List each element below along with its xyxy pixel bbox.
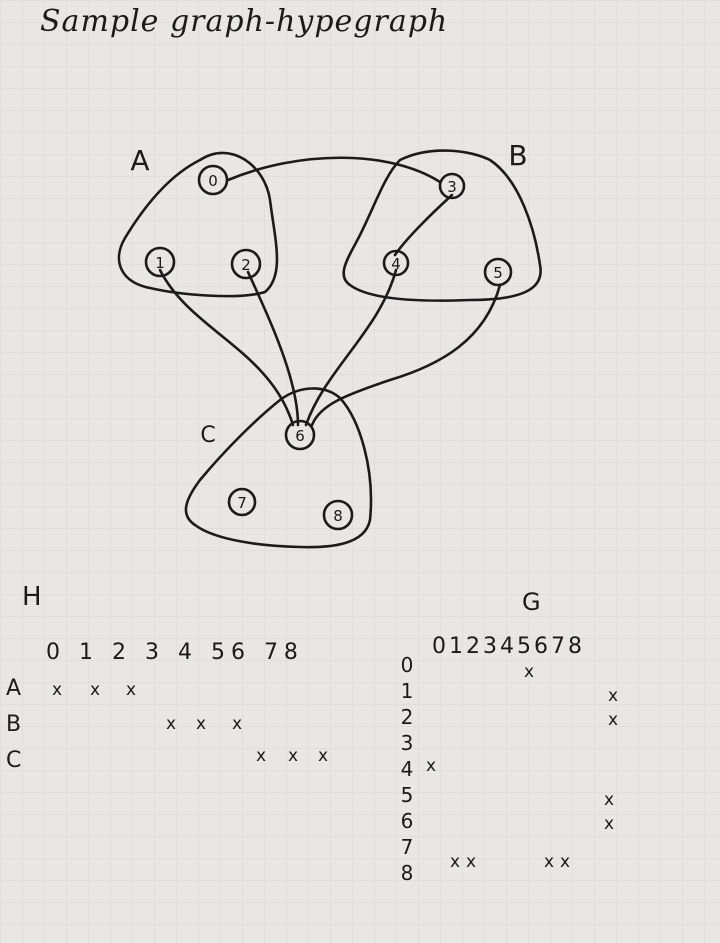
g-row-6: 6 [400,809,414,833]
edge-2-6 [246,270,300,427]
g-mark-2-6: x [608,710,619,730]
g-matrix-label: G [522,588,541,616]
g-mark-0-3: x [524,662,535,682]
node-2-circle [230,248,262,280]
g-mark-4-6: x [604,790,615,810]
h-mark-b3: x [166,714,177,734]
h-mark-c8: x [318,746,329,766]
node-4-label: 4 [391,255,401,273]
g-row-1: 1 [400,679,414,703]
h-mark-b5: x [232,714,243,734]
g-row-4: 4 [400,757,414,781]
g-matrix-columns: 012345678 [432,634,585,659]
g-mark-3-0: x [426,756,437,776]
node-8-label: 8 [333,507,343,525]
node-1-circle [144,246,176,278]
edge-1-6 [158,268,295,427]
node-6-label: 6 [295,427,305,445]
hyperedge-b-label: B [508,139,527,172]
h-mark-a2: x [126,680,137,700]
hyperedge-a-label: A [130,144,149,177]
edge-0-3 [226,156,442,184]
g-mark-6-1: x [450,852,461,872]
h-mark-c6: x [256,746,267,766]
node-7-circle [227,487,257,517]
g-row-8: 8 [400,861,414,885]
node-8-circle [322,499,354,531]
hyperedge-b-outline [342,149,542,302]
g-row-labels: 0 1 2 3 4 5 6 7 8 [397,652,417,886]
edge-4-6 [304,268,398,427]
g-row-7: 7 [400,835,414,859]
h-matrix-label: H [22,582,42,612]
h-row-b-label: B [6,712,22,737]
node-5-label: 5 [493,264,503,282]
edge-5-6 [310,283,502,427]
g-mark-6-4: x [544,852,555,872]
h-mark-c7: x [288,746,299,766]
h-matrix-columns: 0 1 2 3 4 56 78 [46,640,304,665]
g-mark-6-5: x [560,852,571,872]
h-mark-a0: x [52,680,63,700]
node-1-label: 1 [155,254,165,272]
node-4-circle [382,249,410,277]
h-mark-a1: x [90,680,101,700]
g-mark-6-2: x [466,852,477,872]
node-3-label: 3 [447,178,457,196]
hyperedge-a-outline [117,151,279,298]
node-3-circle [438,172,466,200]
hyperedge-c-label: C [200,423,215,448]
g-row-3: 3 [400,731,414,755]
node-2-label: 2 [241,256,251,274]
g-row-5: 5 [400,783,414,807]
node-5-circle [483,257,513,287]
node-7-label: 7 [237,494,247,512]
h-mark-b4: x [196,714,207,734]
node-6-circle [284,419,316,451]
g-row-0: 0 [400,653,414,677]
h-row-a-label: A [6,676,22,701]
node-0-label: 0 [208,172,218,190]
g-mark-5-6: x [604,814,615,834]
g-row-2: 2 [400,705,414,729]
g-mark-1-6: x [608,686,619,706]
node-0-circle [197,164,229,196]
h-row-c-label: C [6,748,22,773]
page-title: Sample graph-hypegraph [40,4,449,39]
